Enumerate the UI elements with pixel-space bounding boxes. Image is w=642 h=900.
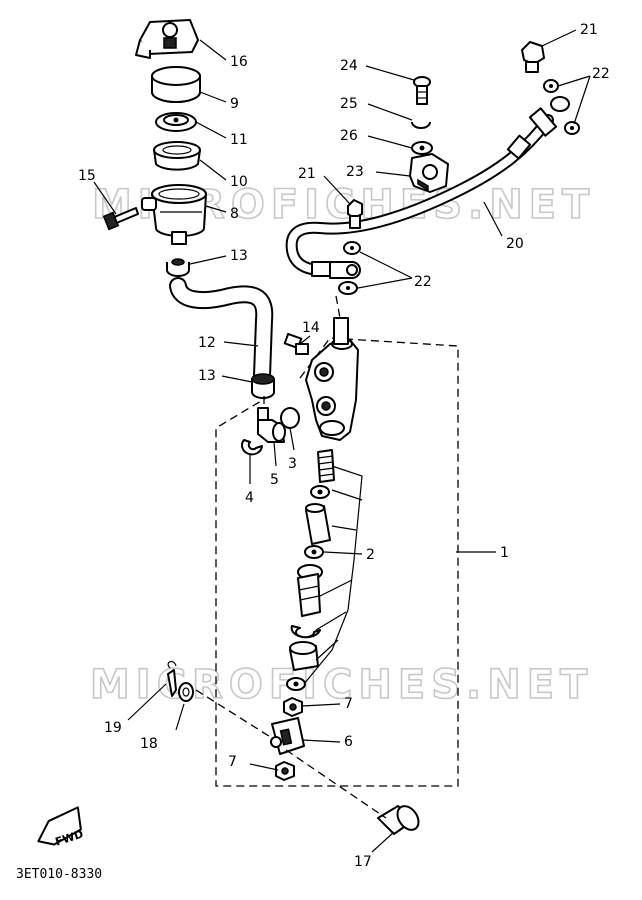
callout-19: 19: [104, 720, 122, 736]
part-6-clevis[interactable]: [270, 717, 305, 755]
callout-23: 23: [346, 164, 364, 180]
callout-7-lower: 7: [228, 754, 237, 770]
part-15-screw[interactable]: [102, 207, 139, 231]
part-4-circlip[interactable]: [241, 439, 263, 456]
callout-6: 6: [344, 734, 353, 750]
callout-18: 18: [140, 736, 158, 752]
callout-11: 11: [230, 132, 248, 148]
callout-1: 1: [500, 545, 509, 561]
part-13-hose-clamp-upper[interactable]: [166, 258, 190, 277]
part-12-reservoir-hose[interactable]: [169, 277, 274, 385]
part-21-union-bolt-middle[interactable]: [347, 199, 363, 229]
diagram-code: 3ET010-8330: [16, 867, 102, 882]
part-18-washer[interactable]: [178, 682, 194, 702]
part-7-nut-upper[interactable]: [283, 697, 303, 717]
part-7-nut-lower[interactable]: [275, 761, 295, 781]
callout-3: 3: [288, 456, 297, 472]
callout-17: 17: [354, 854, 372, 870]
part-2-piston-kit[interactable]: [286, 449, 335, 691]
callout-22-right: 22: [592, 66, 610, 82]
callout-13-lower: 13: [198, 368, 216, 384]
part-1-master-cylinder-body[interactable]: [305, 317, 359, 441]
callout-21-right: 21: [580, 22, 598, 38]
callout-24: 24: [340, 58, 358, 74]
part-5-hose-nipple[interactable]: [257, 407, 286, 443]
part-22-washers-middle[interactable]: [338, 241, 361, 295]
callout-15: 15: [78, 168, 96, 184]
callout-16: 16: [230, 54, 248, 70]
callout-22-middle: 22: [414, 274, 432, 290]
callout-13-upper: 13: [230, 248, 248, 264]
callout-25: 25: [340, 96, 358, 112]
part-26-washer[interactable]: [411, 141, 433, 155]
part-11-diaphragm-plate[interactable]: [155, 112, 197, 132]
callout-9: 9: [230, 96, 239, 112]
part-24-screw[interactable]: [413, 76, 431, 105]
callout-14: 14: [302, 320, 320, 336]
part-17-clevis-pin[interactable]: [377, 802, 423, 835]
callout-labels: 1 2 3 4 5 6 7 7 8 9 10 11 12 13 13 14 15…: [78, 22, 610, 870]
fwd-arrow-icon: FWD: [37, 806, 85, 849]
part-25-washer[interactable]: [411, 121, 431, 129]
part-14-bleed-screw[interactable]: [283, 332, 309, 355]
callout-20: 20: [506, 236, 524, 252]
callout-12: 12: [198, 335, 216, 351]
part-9-reservoir-cap[interactable]: [151, 66, 201, 103]
callout-4: 4: [245, 490, 254, 506]
part-16-cap-bracket[interactable]: [135, 19, 199, 59]
part-13-hose-clamp-lower[interactable]: [251, 373, 275, 399]
callout-7-upper: 7: [344, 696, 353, 712]
leader-lines: [93, 29, 591, 853]
callout-8: 8: [230, 206, 239, 222]
callout-2: 2: [366, 547, 375, 563]
callout-26: 26: [340, 128, 358, 144]
part-10-diaphragm[interactable]: [153, 141, 201, 171]
part-19-cotter-pin[interactable]: [167, 660, 177, 697]
part-8-reservoir[interactable]: [141, 184, 207, 245]
part-21-union-bolt-right[interactable]: [521, 41, 545, 73]
assembly-boundary: [215, 337, 459, 787]
callout-5: 5: [270, 472, 279, 488]
callout-21-middle: 21: [298, 166, 316, 182]
callout-10: 10: [230, 174, 248, 190]
part-23-hose-holder[interactable]: [409, 153, 449, 193]
